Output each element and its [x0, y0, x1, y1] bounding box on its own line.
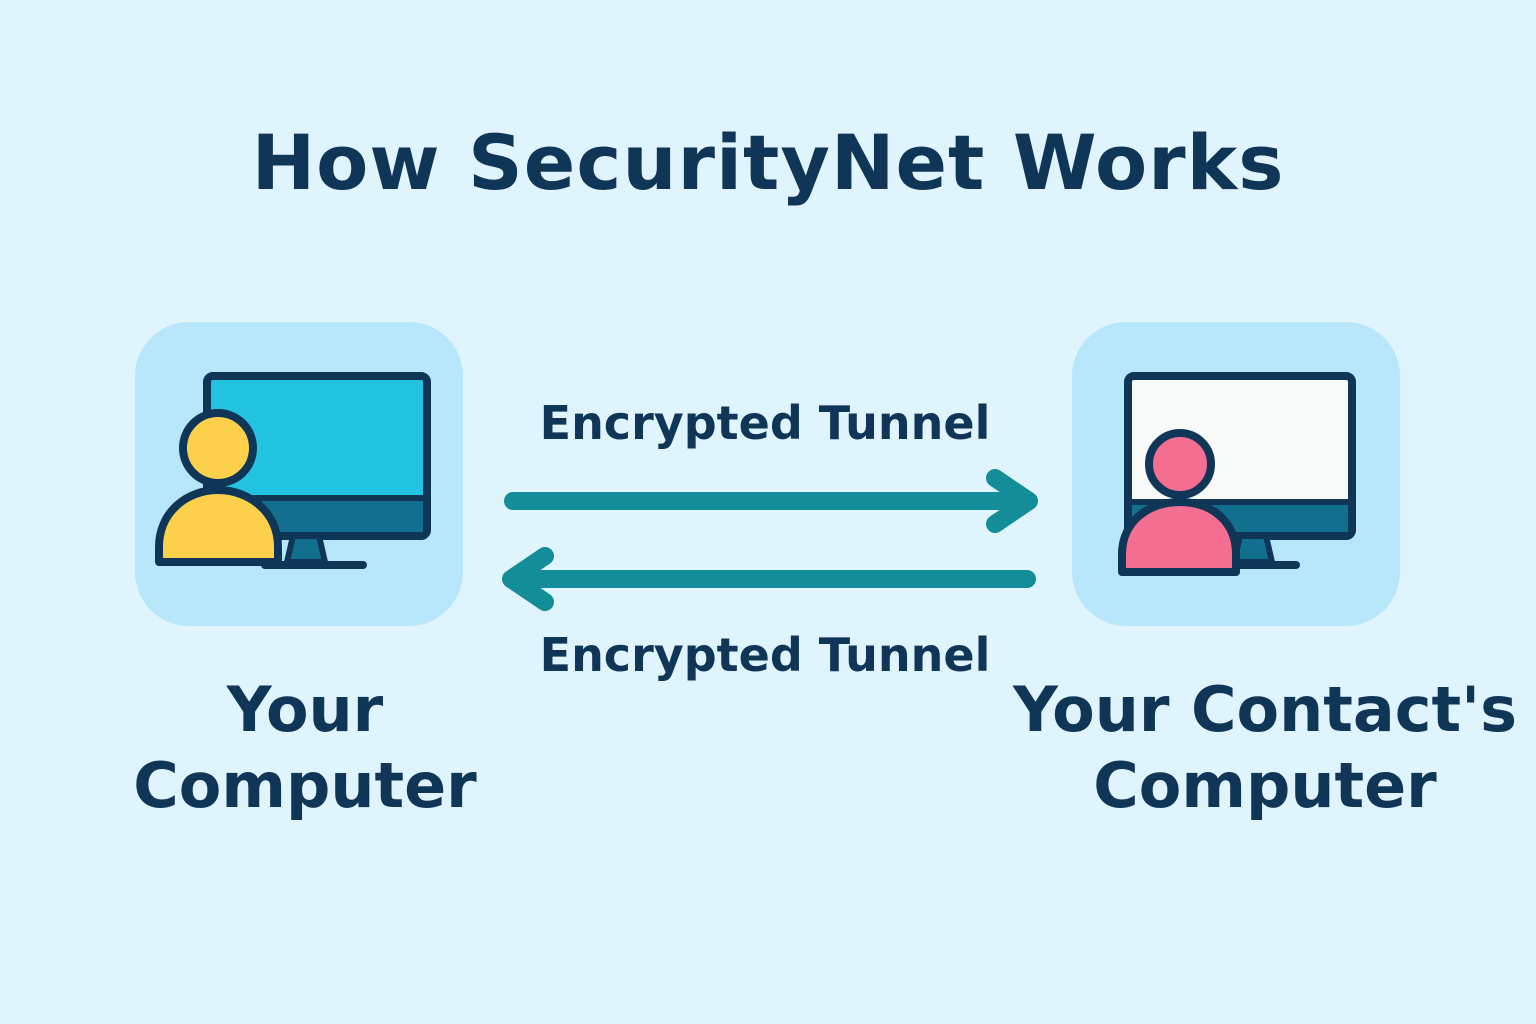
contact-computer-label: Your Contact's Computer	[1000, 672, 1530, 824]
user-body	[155, 486, 282, 566]
user-body	[1118, 498, 1240, 576]
your-computer-label-line: Your	[226, 673, 384, 746]
edge-label-outbound: Encrypted Tunnel	[539, 396, 991, 450]
arrow-right-icon	[504, 469, 1038, 533]
contact-computer-icon	[1118, 372, 1356, 576]
arrow-left-icon	[502, 547, 1036, 611]
your-computer-icon	[155, 372, 431, 569]
user-head	[1145, 429, 1215, 499]
page-title: How SecurityNet Works	[251, 118, 1285, 207]
contact-computer-label-line: Computer	[1093, 749, 1437, 822]
your-computer-label: Your Computer	[105, 672, 505, 824]
your-computer-label-line: Computer	[133, 749, 477, 822]
user-head	[179, 409, 257, 487]
contact-computer-label-line: Your Contact's	[1012, 673, 1518, 746]
monitor-stand	[284, 533, 328, 565]
edge-label-inbound: Encrypted Tunnel	[539, 628, 991, 682]
